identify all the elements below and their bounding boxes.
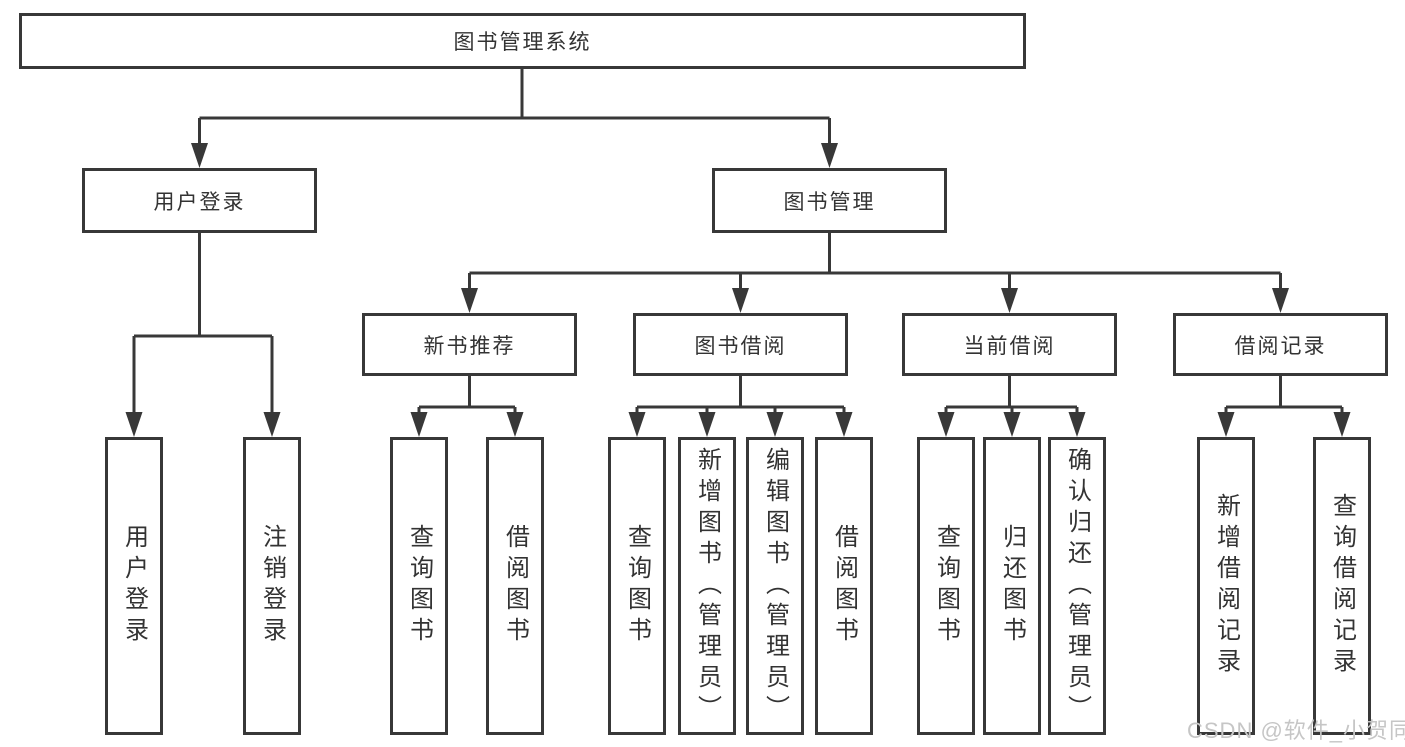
- leaf-return-books: 归还图书: [983, 437, 1041, 735]
- leaf-logout: 注销登录: [243, 437, 301, 735]
- leaf-edit-books-admin: 编辑图书（管理员）: [746, 437, 804, 735]
- leaf-query-books-recommend: 查询图书: [390, 437, 448, 735]
- csdn-watermark: CSDN @软件_小贺同学: [1187, 718, 1405, 743]
- leaf-label: 借阅图书: [830, 524, 858, 648]
- leaf-label: 编辑图书（管理员）: [761, 446, 789, 726]
- leaf-user-login: 用户登录: [105, 437, 163, 735]
- leaf-label: 借阅图书: [501, 524, 529, 648]
- leaf-borrow-books-recommend: 借阅图书: [486, 437, 544, 735]
- node-root-system: 图书管理系统: [19, 13, 1026, 69]
- leaf-query-borrow-record: 查询借阅记录: [1313, 437, 1371, 735]
- leaf-label: 查询借阅记录: [1328, 493, 1356, 679]
- leaf-add-borrow-record: 新增借阅记录: [1197, 437, 1255, 735]
- leaf-add-books-admin: 新增图书（管理员）: [678, 437, 736, 735]
- leaf-label: 新增借阅记录: [1212, 493, 1240, 679]
- leaf-label: 查询图书: [405, 524, 433, 648]
- node-new-book-recommend: 新书推荐: [362, 313, 577, 376]
- leaf-confirm-return-admin: 确认归还（管理员）: [1048, 437, 1106, 735]
- leaf-label: 查询图书: [932, 524, 960, 648]
- node-user-login-module: 用户登录: [82, 168, 317, 233]
- leaf-label: 注销登录: [258, 524, 286, 648]
- node-borrow-records: 借阅记录: [1173, 313, 1388, 376]
- node-book-borrow: 图书借阅: [633, 313, 848, 376]
- node-current-borrow: 当前借阅: [902, 313, 1117, 376]
- leaf-label: 新增图书（管理员）: [693, 446, 721, 726]
- leaf-label: 归还图书: [998, 524, 1026, 648]
- leaf-label: 确认归还（管理员）: [1063, 446, 1091, 726]
- leaf-label: 用户登录: [120, 524, 148, 648]
- leaf-query-books-current: 查询图书: [917, 437, 975, 735]
- leaf-query-books-borrow: 查询图书: [608, 437, 666, 735]
- leaf-borrow-books: 借阅图书: [815, 437, 873, 735]
- node-book-management-module: 图书管理: [712, 168, 947, 233]
- leaf-label: 查询图书: [623, 524, 651, 648]
